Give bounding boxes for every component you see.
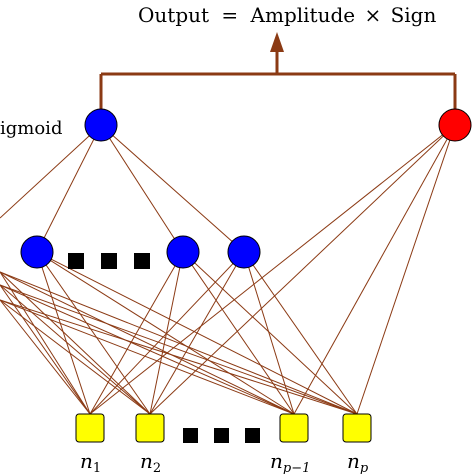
sigmoid-label: igmoid: [0, 118, 62, 139]
input-label-2: n2: [140, 449, 161, 474]
output-equation: Output = Amplitude × Sign: [138, 3, 436, 27]
sign-word: Sign: [391, 3, 437, 27]
edge-19: [243, 251, 358, 415]
edge-3: [100, 124, 245, 253]
input-ellipsis-square-2: [214, 428, 229, 443]
edge-9: [36, 251, 151, 415]
edge-layer: [0, 124, 456, 415]
edge-26: [0, 284, 295, 415]
edge-29: [0, 299, 151, 415]
input-node-p-minus-1: [279, 413, 309, 443]
hidden-node-1: [20, 235, 54, 269]
edge-8: [36, 251, 91, 415]
edge-16: [89, 251, 245, 415]
hidden-ellipsis-square-3: [134, 253, 150, 269]
edge-30: [0, 299, 295, 415]
input-node-2: [135, 413, 165, 443]
edge-12: [89, 251, 184, 415]
edge-24: [0, 284, 91, 415]
edge-14: [182, 251, 295, 415]
edge-10: [36, 251, 295, 415]
hidden-ellipsis-square-1: [68, 253, 84, 269]
hidden-ellipsis-square-2: [101, 253, 117, 269]
edge-27: [0, 284, 358, 415]
edge-18: [243, 251, 295, 415]
edge-7: [356, 124, 456, 415]
edge-2: [100, 124, 184, 253]
edge-5: [149, 124, 456, 415]
edge-31: [0, 299, 358, 415]
output-word: Output: [138, 3, 209, 27]
output-bus: [99, 50, 457, 112]
edge-6: [293, 124, 456, 415]
edge-20: [0, 271, 91, 415]
times-sign: ×: [364, 3, 381, 27]
equals-sign: =: [221, 3, 238, 27]
edge-4: [89, 124, 456, 415]
amplitude-word: Amplitude: [250, 3, 356, 27]
hidden-node-2: [166, 235, 200, 269]
input-node-1: [75, 413, 105, 443]
hidden-node-3: [227, 235, 261, 269]
edge-23: [0, 271, 358, 415]
input-label-1: n1: [80, 449, 101, 474]
edge-1: [36, 124, 102, 253]
edge-22: [0, 271, 295, 415]
sign-node: [438, 108, 472, 142]
input-label-p-minus-1: np−1: [270, 449, 310, 474]
sigmoid-node: [84, 108, 118, 142]
input-ellipsis-square-1: [183, 428, 198, 443]
edge-0: [0, 124, 102, 219]
edge-17: [149, 251, 245, 415]
output-arrow-icon: [270, 32, 284, 52]
input-label-p: np: [347, 449, 369, 474]
edge-28: [0, 299, 91, 415]
input-node-p: [342, 413, 372, 443]
edge-15: [182, 251, 358, 415]
edge-25: [0, 284, 151, 415]
input-ellipsis-square-3: [245, 428, 260, 443]
